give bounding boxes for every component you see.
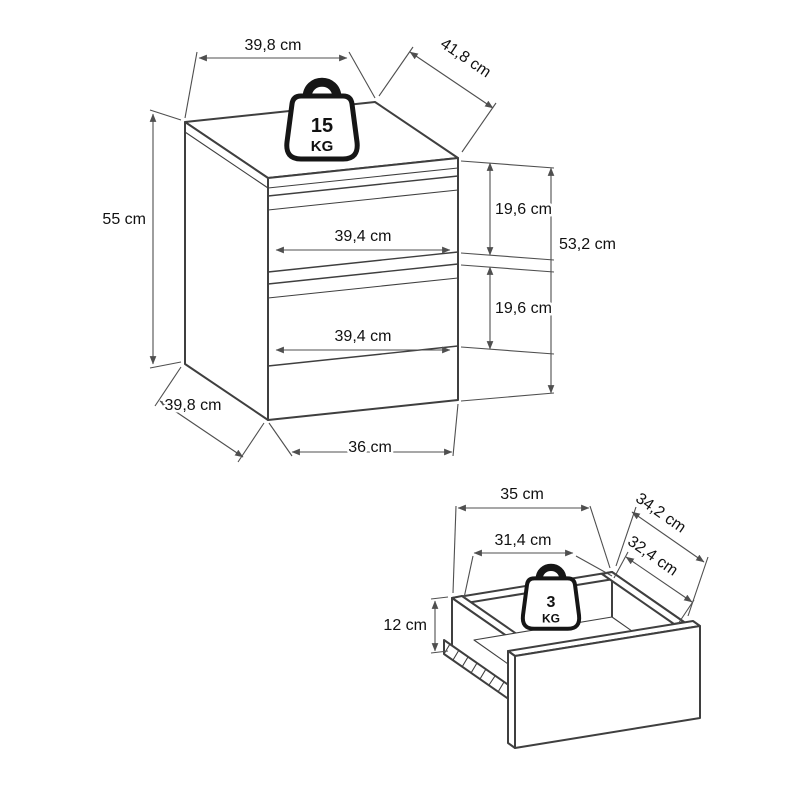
drawer2-top-edge — [267, 263, 459, 285]
drawer2-grip-edge — [267, 277, 459, 299]
dim-label-top-width: 39,8 cm — [245, 37, 302, 54]
dimension-line — [625, 556, 693, 603]
dim-cabinet-base-width: 36 cm — [268, 403, 459, 459]
dim-label-top-depth: 41,8 cm — [437, 35, 494, 81]
drawer-max-load-icon: 3 KG — [520, 563, 582, 631]
extension-line — [348, 51, 376, 99]
weight-body-icon — [520, 576, 582, 631]
dim-drawer1-front-width: 39,4 cm — [275, 226, 451, 254]
extension-line — [452, 403, 459, 457]
dim-cabinet-top-width: 39,8 cm — [184, 35, 376, 119]
extension-line — [461, 102, 497, 153]
extension-line — [184, 51, 198, 119]
extension-line — [460, 160, 555, 169]
dim-drawer-outer-width: 35 cm — [452, 484, 611, 594]
cabinet-drawing — [184, 101, 459, 421]
cabinet-top-thickness-front-edge — [267, 167, 459, 189]
extension-line — [589, 505, 611, 569]
extension-line — [268, 422, 293, 457]
extension-line — [430, 596, 449, 600]
dim-label-drawer1-height: 19,6 cm — [495, 201, 552, 218]
dim-drawer-inner-width: 31,4 cm — [463, 530, 613, 599]
dim-cabinet-height: 55 cm — [100, 109, 182, 369]
cabinet-max-load-icon: 15 KG — [284, 77, 360, 162]
cabinet-top-thickness-side-edge — [184, 131, 269, 189]
dimension-line — [631, 511, 705, 563]
dim-label-drawer2-width: 39,4 cm — [335, 328, 392, 345]
extension-line — [463, 555, 474, 599]
drawer1-top-edge — [267, 175, 459, 197]
drawer1-grip-edge — [267, 189, 459, 211]
dim-label-front-height: 53,2 cm — [559, 236, 616, 253]
weight-handle-icon — [302, 77, 342, 99]
extension-line — [460, 392, 555, 402]
dimension-line — [409, 51, 494, 109]
dim-label-drawer1-width: 39,4 cm — [335, 228, 392, 245]
extension-line — [452, 505, 457, 594]
dim-label-outer-width: 35 cm — [500, 486, 544, 503]
drawer-drawing — [443, 571, 701, 749]
cabinet-diagram: 39,8 cm 41,8 cm 55 cm 39,8 cm — [100, 33, 618, 463]
extension-line — [460, 264, 555, 273]
dimension-line — [159, 400, 244, 458]
dim-label-height: 55 cm — [102, 211, 146, 228]
extension-line — [460, 346, 555, 355]
drawer-diagram: 35 cm 31,4 cm 34,2 cm 32,4 cm — [381, 484, 709, 749]
extension-line — [687, 556, 709, 617]
dim-cabinet-right-side: 19,6 cm 19,6 cm 53,2 cm — [460, 160, 618, 402]
dim-drawer-height: 12 cm — [381, 596, 449, 654]
dim-label-inner-width: 31,4 cm — [495, 532, 552, 549]
drawer-max-load-value: 3 — [547, 594, 556, 611]
dim-label-outer-depth: 34,2 cm — [632, 490, 688, 537]
dim-label-base-width: 36 cm — [348, 439, 392, 456]
extension-line — [460, 252, 555, 261]
dim-cabinet-side-depth: 39,8 cm — [154, 366, 265, 463]
extension-line — [149, 361, 182, 369]
extension-line — [613, 551, 629, 579]
drawer-front-panel-left-edge — [507, 650, 516, 749]
extension-line — [149, 109, 182, 121]
dim-label-side-depth: 39,8 cm — [165, 397, 222, 414]
dim-label-drawer-height: 12 cm — [383, 617, 427, 634]
dim-drawer2-front-width: 39,4 cm — [275, 326, 451, 354]
extension-line — [575, 555, 613, 577]
cabinet-front-face — [267, 157, 459, 421]
drawer-max-load-unit: KG — [542, 611, 560, 625]
drawer-front-panel — [514, 625, 701, 749]
extension-line — [677, 599, 695, 625]
extension-line — [430, 650, 449, 654]
dim-label-drawer2-height: 19,6 cm — [495, 300, 552, 317]
extension-line — [154, 366, 182, 407]
cabinet-max-load-unit: KG — [311, 138, 334, 155]
drawer1-bottom-edge — [267, 251, 459, 273]
weight-body-icon — [284, 93, 360, 162]
extension-line — [378, 46, 414, 97]
weight-handle-icon — [535, 563, 567, 581]
slide-rail-hatching — [443, 643, 514, 699]
cabinet-max-load-value: 15 — [311, 115, 333, 137]
